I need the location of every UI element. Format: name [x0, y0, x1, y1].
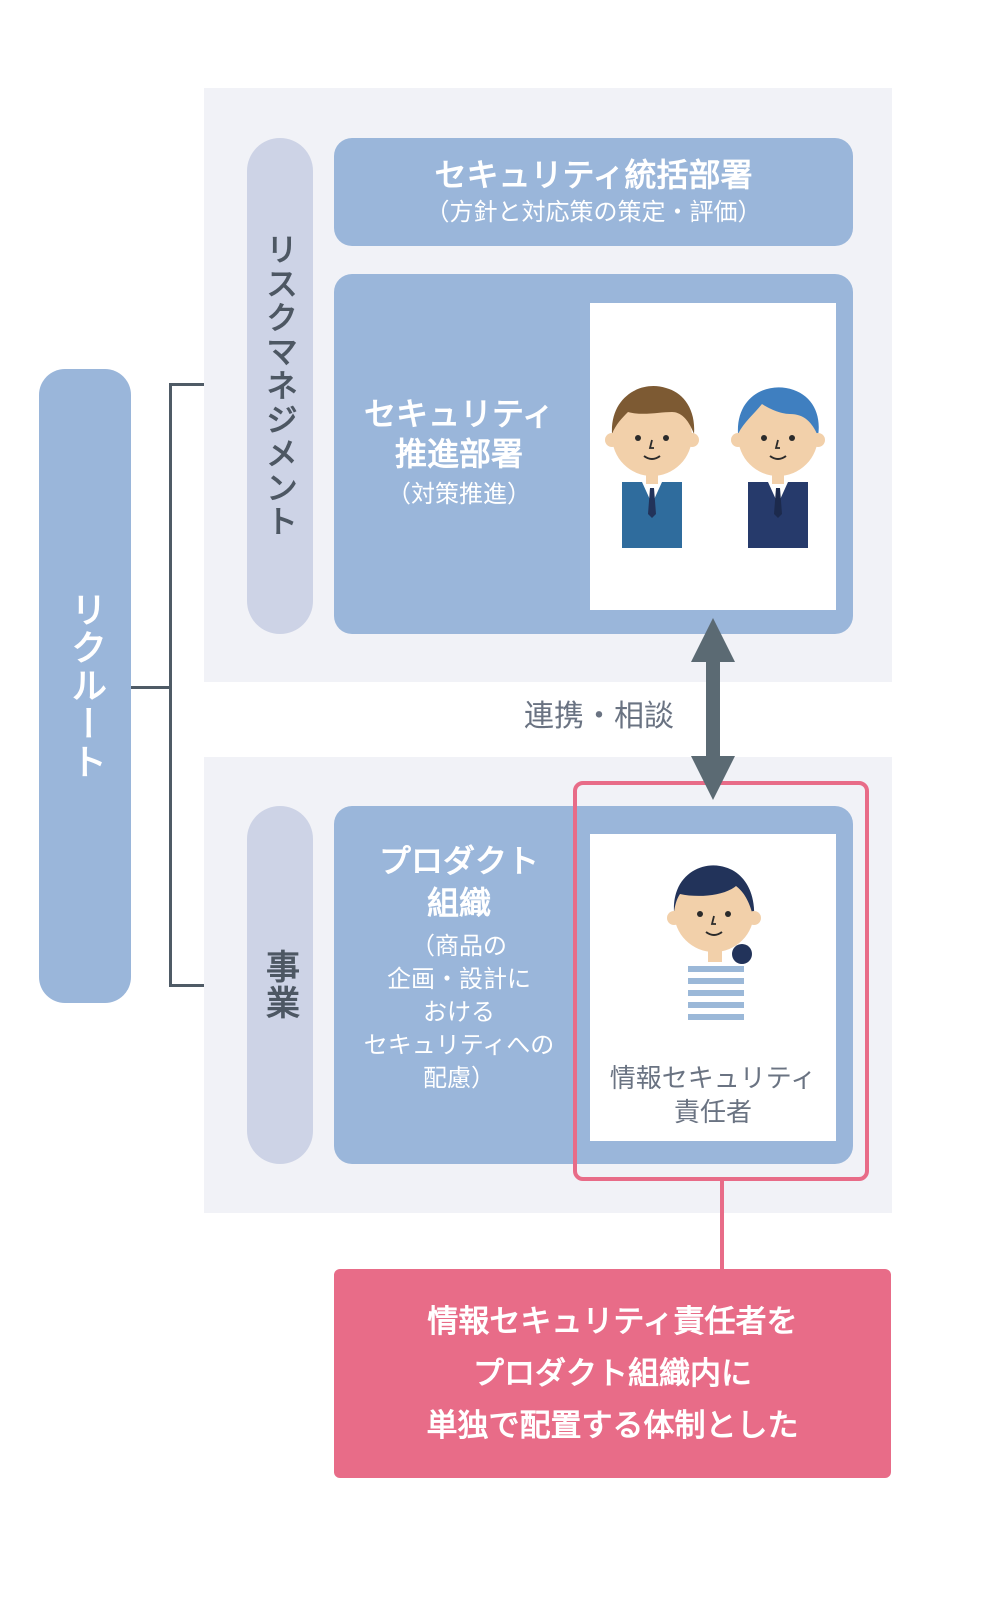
security-hq-subtitle: （方針と対応策の策定・評価） [425, 198, 762, 226]
risk-management-pill: リスクマネジメント [247, 138, 313, 634]
security-hq-title: セキュリティ統括部署 [434, 156, 753, 194]
highlight-connector [720, 1181, 724, 1269]
connector-top [169, 383, 205, 386]
product-org-title-2: 組織 [426, 884, 491, 922]
business-label: 事業 [259, 949, 300, 1021]
info-sec-officer-label-1: 情報セキュリティ [609, 1064, 817, 1094]
security-hq-box: セキュリティ統括部署 （方針と対応策の策定・評価） [334, 138, 853, 246]
callout-line-2: プロダクト組織内に [473, 1355, 752, 1392]
product-org-desc-2: 企画・設計に [387, 965, 531, 993]
product-org-desc-5: 配慮） [423, 1064, 495, 1092]
highlight-frame [573, 781, 869, 1181]
callout-line-1: 情報セキュリティ責任者を [427, 1303, 798, 1340]
double-arrow-icon [691, 618, 735, 800]
info-sec-officer-person-icon [667, 865, 761, 1026]
staff-illustration-card [590, 303, 836, 610]
product-org-desc-4: セキュリティへの [363, 1031, 555, 1059]
product-org-title-1: プロダクト [378, 842, 539, 880]
info-sec-officer-label: 情報セキュリティ 責任者 [590, 1056, 836, 1136]
security-promotion-text: セキュリティ 推進部署 （対策推進） [334, 274, 584, 634]
connector-stem [131, 686, 171, 689]
callout-box: 情報セキュリティ責任者を プロダクト組織内に 単独で配置する体制とした [334, 1269, 891, 1478]
company-box: リクルート [39, 369, 131, 1003]
staff-person-brown-hair-icon [605, 385, 699, 548]
callout-line-3: 単独で配置する体制とした [426, 1407, 799, 1444]
staff-person-blue-hair-icon [731, 387, 825, 548]
info-sec-officer-card: 情報セキュリティ 責任者 [590, 834, 836, 1141]
product-org-desc-1: （商品の [411, 932, 507, 960]
product-org-text: プロダクト 組織 （商品の 企画・設計に おける セキュリティへの 配慮） [334, 840, 584, 1140]
security-promotion-title-1: セキュリティ [363, 395, 555, 433]
company-label: リクルート [65, 591, 106, 781]
link-label: 連携・相談 [524, 699, 674, 734]
product-org-desc-3: おける [423, 998, 495, 1026]
security-promotion-title-2: 推進部署 [394, 435, 523, 473]
connector-bottom [169, 984, 205, 987]
security-promotion-subtitle: （対策推進） [387, 480, 531, 508]
connector-vertical [169, 383, 172, 987]
info-sec-officer-label-2: 責任者 [673, 1098, 752, 1128]
business-pill: 事業 [247, 806, 313, 1164]
risk-management-label: リスクマネジメント [261, 233, 299, 539]
